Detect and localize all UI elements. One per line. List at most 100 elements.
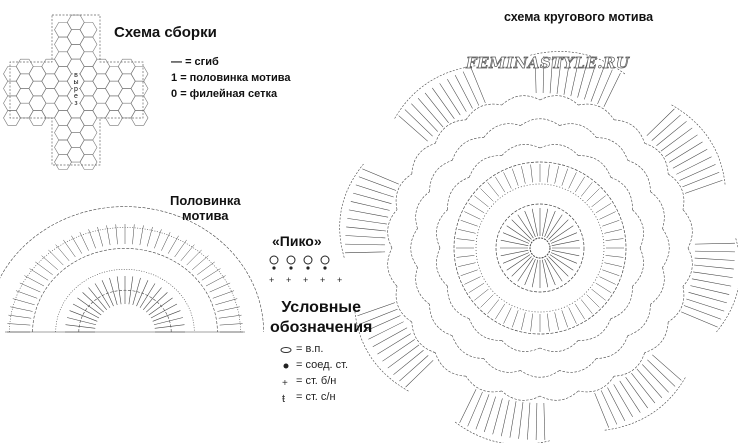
legend-fold: — = сгиб <box>171 56 219 68</box>
chain-loop <box>501 340 541 352</box>
round-stitch <box>568 172 577 189</box>
petal-stitch <box>346 226 386 232</box>
half-motif-title: Половинка мотива <box>170 193 241 223</box>
chain-loop <box>559 358 597 373</box>
chain-loop <box>539 340 579 352</box>
assembly-title: Схема сборки <box>114 24 217 41</box>
hex-cell <box>54 22 72 38</box>
petal-stitch <box>694 250 735 253</box>
petal-stitch <box>594 392 610 428</box>
petal-stitch <box>603 72 621 107</box>
petal-stitch <box>682 172 720 188</box>
petal-stitch <box>684 180 723 194</box>
round-stitch <box>604 229 622 234</box>
petal-stitch <box>683 305 722 320</box>
round-stitch <box>580 299 593 314</box>
half-motif-stitch <box>136 280 149 307</box>
petal-stitch <box>345 251 386 254</box>
chain-loop <box>632 247 644 287</box>
petal-stitch <box>382 339 415 362</box>
hex-cell <box>41 88 60 104</box>
chain-oval-icon <box>280 347 292 353</box>
symbol-slip-stitch: = соед. ст. <box>296 359 349 371</box>
chain-loop <box>447 177 470 210</box>
chain-loop <box>578 318 611 341</box>
legend-half-motif: 1 = половинка мотива <box>171 72 291 84</box>
half-motif-stitch <box>12 298 35 306</box>
round-stitch <box>551 239 580 246</box>
hex-cell <box>117 88 136 104</box>
petal-stitch <box>527 402 531 440</box>
picot-icon <box>320 255 330 265</box>
hex-cell <box>79 66 98 82</box>
chain-loop <box>662 228 670 268</box>
chain-loop <box>411 143 436 175</box>
chain-loop <box>469 318 502 341</box>
petal-stitch <box>669 141 703 163</box>
petal-stitch <box>652 354 682 381</box>
chain-loop <box>632 209 644 249</box>
chain-loop <box>682 209 693 249</box>
half-motif-stitch <box>109 277 118 306</box>
petal-stitch <box>676 156 712 175</box>
petal-stitch <box>543 402 546 440</box>
plus-icon: + <box>269 275 274 285</box>
half-motif-stitch <box>66 317 97 326</box>
hex-cell <box>66 14 85 30</box>
petal-stitch <box>462 71 480 106</box>
hex-cell <box>130 110 149 126</box>
chain-loop <box>387 209 398 249</box>
half-motif-stitch <box>212 290 235 299</box>
petal-stitch <box>642 364 669 393</box>
petal-stitch <box>345 243 386 246</box>
hex-cell <box>79 36 98 53</box>
hex-cell <box>54 80 72 97</box>
petal-stitch <box>681 311 718 328</box>
chain-loop <box>644 143 669 175</box>
round-stitch <box>561 168 568 186</box>
round-stitch <box>586 294 600 308</box>
half-motif-stitch <box>8 314 32 319</box>
half-motif-stitch <box>115 224 118 245</box>
round-stitch <box>602 220 620 227</box>
round-stitch <box>586 188 600 202</box>
petal-stitch <box>475 394 490 430</box>
plus-icon: + <box>320 275 325 285</box>
round-stitch <box>503 172 512 189</box>
petal-stitch <box>563 58 571 95</box>
half-motif-stitch <box>167 235 179 254</box>
petal-stitch <box>411 103 438 132</box>
round-stitch <box>605 238 624 241</box>
petal-stitch <box>534 56 537 94</box>
chain-loop <box>539 390 579 401</box>
round-stitch <box>548 256 569 277</box>
round-stitch <box>568 307 577 324</box>
petal-edge <box>394 65 476 119</box>
half-motif-stitch <box>143 287 162 310</box>
petal-stitch <box>405 360 434 388</box>
half-motif-stitch <box>88 287 107 310</box>
hex-cell <box>15 73 34 89</box>
slip-stitch-dot-icon <box>283 363 289 369</box>
petal-stitch <box>372 327 408 348</box>
round-ring <box>453 161 627 335</box>
half-motif-stitch <box>97 226 104 247</box>
round-stitch <box>511 219 532 240</box>
petal-stitch <box>693 271 733 278</box>
petal-stitch <box>398 115 428 142</box>
chain-loop <box>395 286 412 323</box>
petal-edge <box>671 104 726 185</box>
chain-loop <box>387 247 398 287</box>
round-stitch <box>599 276 616 285</box>
chain-loop <box>465 103 502 120</box>
petal-stitch <box>647 359 676 387</box>
round-stitch <box>456 238 475 241</box>
picot-icon <box>286 255 296 265</box>
round-stitch <box>546 214 563 239</box>
half-motif-stitch <box>148 297 173 316</box>
petal-stitch <box>470 68 486 104</box>
round-stitch <box>599 211 616 220</box>
round-stitch <box>550 232 578 244</box>
hex-cell <box>79 125 98 141</box>
petal-stitch <box>393 350 424 375</box>
